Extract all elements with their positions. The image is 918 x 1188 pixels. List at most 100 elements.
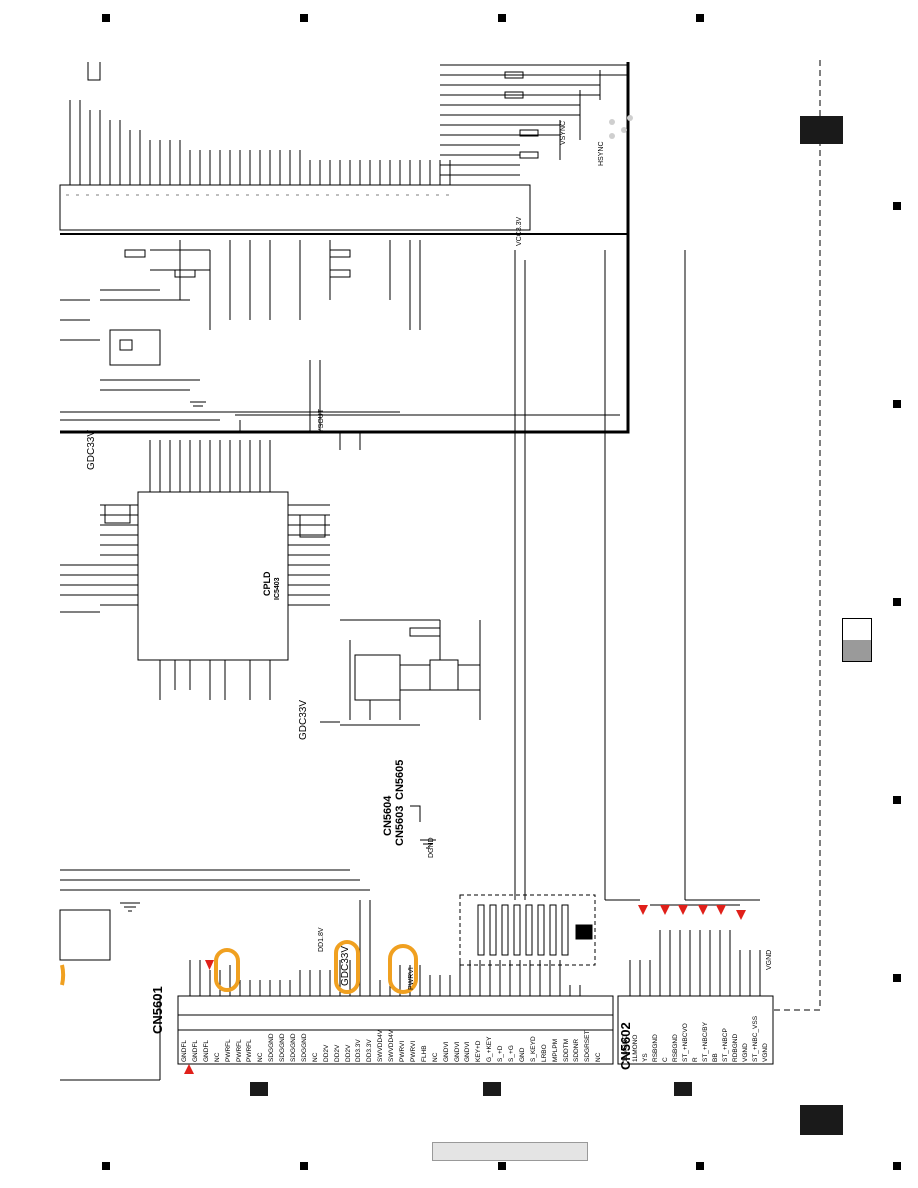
cpld-pins xyxy=(60,411,400,700)
cn5601-pin-label: PWRVI xyxy=(409,1040,417,1062)
registration-mark xyxy=(893,1162,901,1170)
cn5601-pin-label: GNDVI xyxy=(464,1041,472,1062)
cn5601-pin-label: GNDFL xyxy=(202,1039,210,1062)
cn5601-pin-label: NC xyxy=(213,1052,221,1062)
top-left-fragment xyxy=(87,62,101,81)
rail-gdc33v xyxy=(320,721,420,726)
page-number-box xyxy=(432,1142,588,1161)
cn5601-pin-label: GNDVI xyxy=(453,1041,461,1062)
cn5601-label: CN5601 xyxy=(150,986,165,1034)
net-hsync: HSYNC xyxy=(598,141,605,166)
cpld-body xyxy=(137,491,289,661)
highlight-marks xyxy=(60,940,418,994)
frame-dashed-right xyxy=(770,60,821,1011)
dashed-filter-box xyxy=(459,894,596,966)
ground-symbol xyxy=(420,839,436,849)
cn5601-pin-label: SDGRSET xyxy=(584,1030,592,1062)
net-pwrvi: PWRVI xyxy=(408,967,415,990)
osc-wiring xyxy=(340,619,481,720)
upper-ic-pins xyxy=(69,100,451,185)
cn5601-pin-label: DD3.3V xyxy=(355,1039,363,1062)
marker-cb xyxy=(716,905,726,915)
cn5602-pin-label: C xyxy=(662,1057,669,1062)
marker-pwrfl xyxy=(205,960,214,970)
cn5601-pin-label: S_+D xyxy=(497,1045,505,1062)
highlight-left-fragment xyxy=(60,964,66,986)
highlight-pwrfl xyxy=(214,948,240,992)
net-vcc33: VCC3.3V xyxy=(516,216,523,246)
cn5601-pin-label: DD3.3V xyxy=(366,1039,374,1062)
registration-mark xyxy=(300,14,308,22)
highlight-pwrvi xyxy=(388,944,418,994)
cn5601-pin-label: DD2V xyxy=(322,1044,330,1062)
section-tab-top xyxy=(800,116,843,144)
cn5602-pin-label: R xyxy=(692,1057,699,1062)
registration-mark xyxy=(498,14,506,22)
cn5601-pin-label: GNDVI xyxy=(442,1041,450,1062)
left-edge-fragment xyxy=(59,909,111,961)
board-outline xyxy=(60,62,630,434)
registration-mark xyxy=(696,1162,704,1170)
cn5601-pin-label: SDGGND xyxy=(268,1033,276,1062)
marker-cn5601-pin1 xyxy=(184,1064,194,1074)
marker-y xyxy=(698,905,708,915)
ic5402 xyxy=(354,654,401,701)
cn5601-pin-label: G_+KEY xyxy=(486,1036,494,1062)
cn5601-pin-label: PWRFL xyxy=(246,1039,254,1062)
cn5602-pin-label: YS xyxy=(642,1053,649,1062)
cpld-label: CPLD xyxy=(262,571,272,597)
registration-mark xyxy=(102,14,110,22)
cn5602-pin-label: RSBGND xyxy=(672,1034,679,1062)
marker-ys xyxy=(638,905,648,915)
zone-tab xyxy=(674,1082,692,1096)
zone-tab xyxy=(250,1082,268,1096)
section-tab-bottom xyxy=(800,1105,843,1135)
registration-mark xyxy=(893,974,901,982)
cpld-ref-label: IC5403 xyxy=(274,577,281,600)
mid-signal-runs xyxy=(235,250,686,900)
cn5601-pin-label: GNDFL xyxy=(191,1039,199,1062)
cn5605-label: CN5605 xyxy=(394,759,406,800)
cn5602-pin-label: 1LMONO xyxy=(632,1034,639,1062)
marker-csync xyxy=(660,905,670,915)
registration-mark xyxy=(893,202,901,210)
osc-resistors xyxy=(409,627,441,637)
cn5601-pin-label: NC xyxy=(311,1052,319,1062)
cn5601-leads xyxy=(60,869,581,1081)
cn5603-label: CN5603 xyxy=(394,805,406,846)
cpld-right-part xyxy=(299,514,326,538)
cn5604-label: CN5604 xyxy=(382,795,394,836)
side-index-box xyxy=(842,618,872,662)
cn5601-pin-label: SDDNR xyxy=(573,1038,581,1062)
cn5602-leads xyxy=(605,899,761,996)
cn5601-pin-label: GNDFL xyxy=(181,1039,188,1062)
marker-gnd xyxy=(736,910,746,920)
cn5602-pin-label: BB xyxy=(712,1053,719,1062)
cn5602-pin-label: ST_+NBC/BY xyxy=(702,1022,709,1062)
net-dgnd: DGND xyxy=(428,837,435,858)
cn5601-pin-label: PWRFL xyxy=(235,1039,243,1062)
registration-mark xyxy=(498,1162,506,1170)
cn5602-pin-label: 1LMONO xyxy=(622,1034,629,1062)
filter-box-tab xyxy=(575,924,593,940)
net-vgnd: VGND xyxy=(766,949,773,970)
cn5602-pin-label: ST_+NBC_VSS xyxy=(752,1015,759,1062)
net-ysout: YSOUT xyxy=(318,408,325,433)
registration-mark xyxy=(893,598,901,606)
net-dd18v: DD1.8V xyxy=(318,927,325,952)
red-markers xyxy=(184,905,746,1074)
cn5602-pin-label: ST_+NBCP xyxy=(722,1028,729,1062)
cn5602-pin-label: VGND xyxy=(762,1043,769,1062)
cn5601-pin-label: DD2V xyxy=(344,1044,352,1062)
net-gdc33v-connector: GDC33V xyxy=(340,945,351,986)
cn5602-pin-label: RSBGND xyxy=(652,1034,659,1062)
cn5601-pin-label: NC xyxy=(595,1052,603,1062)
cn5602-body xyxy=(617,995,774,1065)
registration-mark xyxy=(696,14,704,22)
cn5601-pin-label: NC xyxy=(431,1052,439,1062)
registration-mark xyxy=(300,1162,308,1170)
cn5602-pin-label: VGND xyxy=(742,1043,749,1062)
left-components xyxy=(60,240,421,391)
ground-symbol xyxy=(190,401,206,407)
